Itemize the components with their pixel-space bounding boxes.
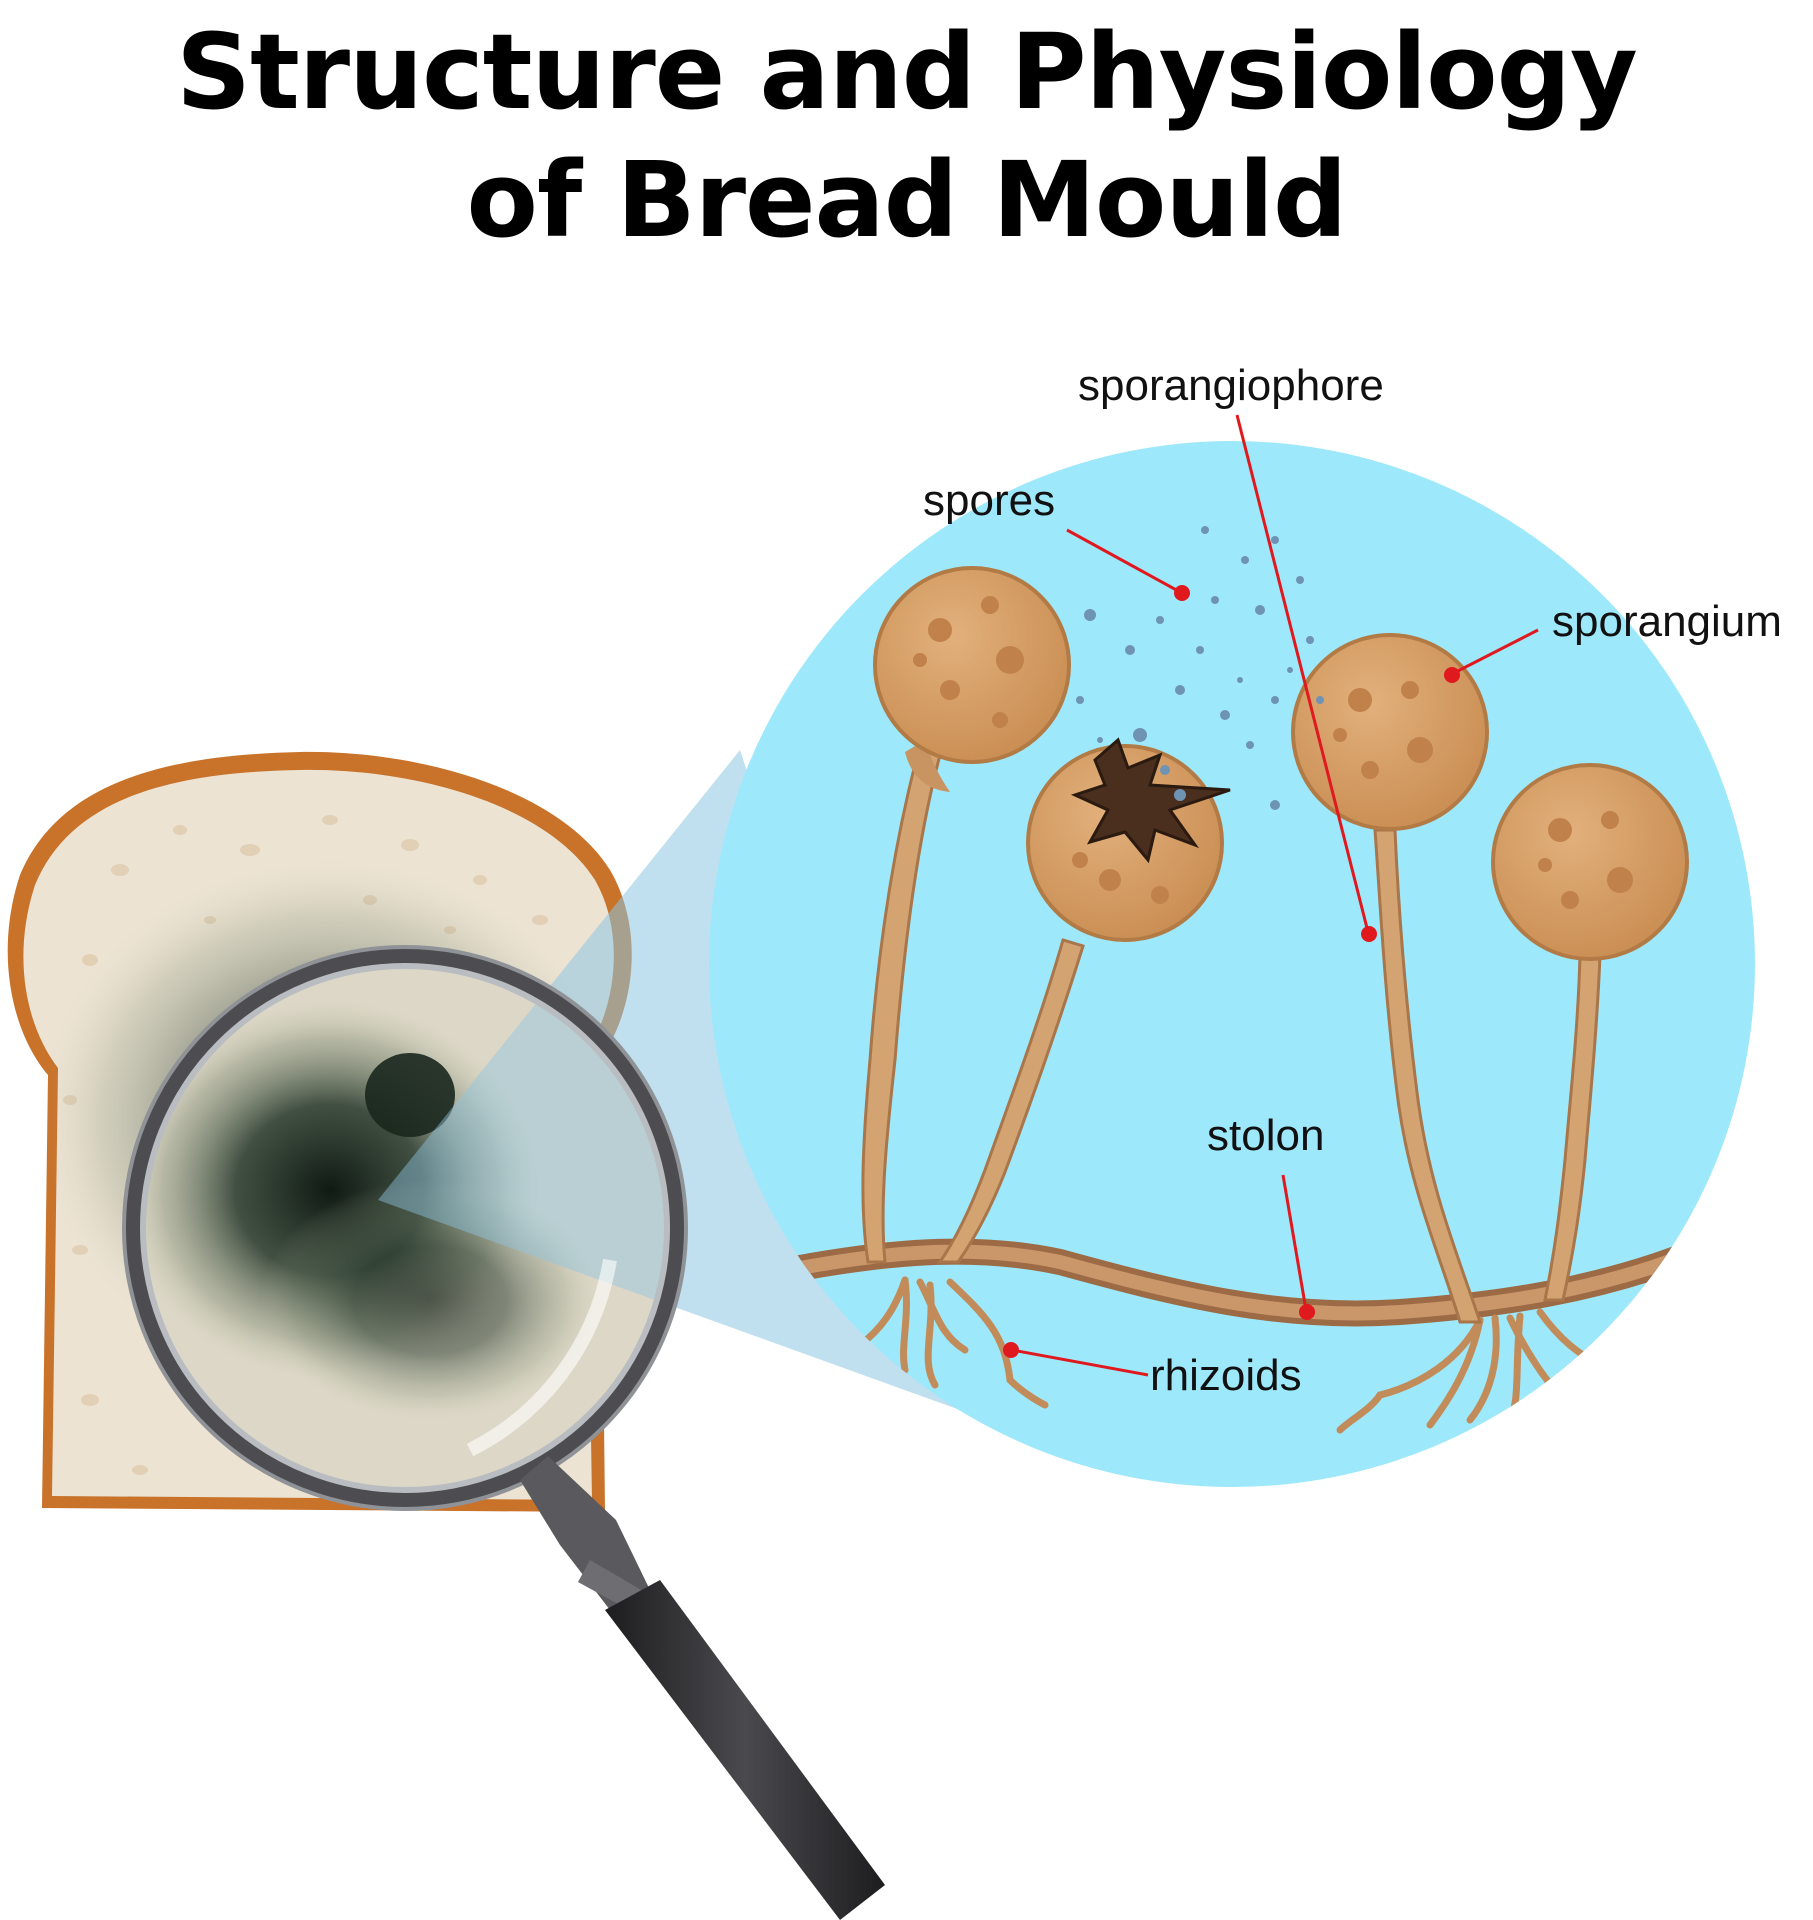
sporangium-4 <box>1491 763 1689 961</box>
label-rhizoids: rhizoids <box>1150 1351 1302 1400</box>
label-stolon: stolon <box>1207 1111 1324 1160</box>
sporangium-spots <box>913 596 1633 909</box>
magnifier-handle <box>605 1580 885 1920</box>
sporangiophore-2 <box>937 737 1231 1264</box>
magnifying-glass <box>122 945 885 1920</box>
label-spores: spores <box>923 476 1055 525</box>
label-sporangium: sporangium <box>1552 597 1782 646</box>
sporangiophore-3 <box>1291 633 1489 1324</box>
sporangiophore-1 <box>861 566 1071 1264</box>
title-line-1: Structure and Physiology <box>176 11 1638 133</box>
diagram-title: Structure and Physiology of Bread Mould <box>0 0 1813 264</box>
leader-lines <box>1011 414 1539 1377</box>
spores <box>1076 526 1324 810</box>
mould-structure <box>787 526 1713 1434</box>
sporangiophore-4 <box>1491 763 1689 1302</box>
sporangium-3 <box>1291 633 1489 831</box>
sporangium-1 <box>873 566 1071 764</box>
label-sporangiophore: sporangiophore <box>1078 361 1384 410</box>
title-line-2: of Bread Mould <box>466 139 1348 261</box>
leader-dots <box>1003 585 1460 1358</box>
